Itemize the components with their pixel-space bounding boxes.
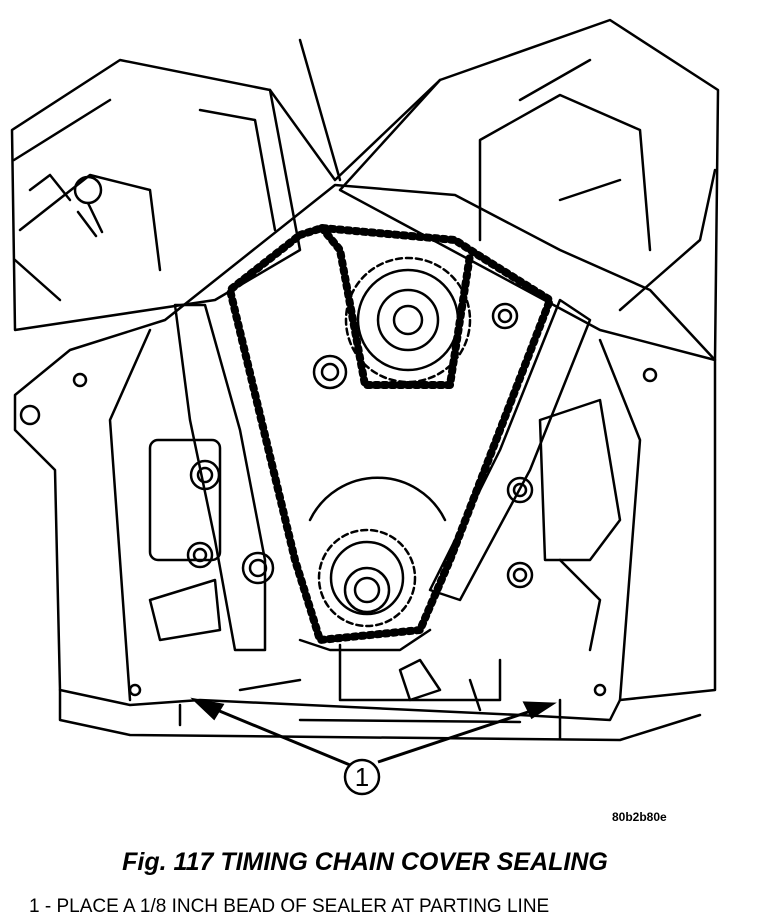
callout-1: 1	[343, 758, 381, 796]
crankshaft-sprocket	[317, 528, 417, 628]
timing-chain	[226, 224, 554, 644]
crank-bore	[298, 476, 447, 652]
left-cylinder-bank	[10, 58, 302, 332]
left-bank-bolt	[73, 175, 104, 238]
engine-timing-chain-drawing: 1	[10, 18, 720, 796]
lower-block-detail	[238, 643, 502, 702]
left-tensioner-assembly	[148, 438, 222, 642]
block-top-edge	[268, 38, 442, 182]
left-chain-guide	[173, 303, 267, 652]
right-bracket	[468, 398, 622, 712]
timing-cover-frame	[13, 183, 717, 722]
callout-1-label: 1	[355, 762, 369, 792]
part-id: 80b2b80e	[612, 810, 667, 824]
right-chain-tensioner	[428, 298, 592, 602]
figure-caption: Fig. 117 TIMING CHAIN COVER SEALING	[122, 848, 608, 876]
right-cylinder-bank	[338, 18, 720, 362]
oil-pan-rail	[58, 688, 702, 742]
callout-arrows	[190, 697, 557, 767]
idler-bolts	[241, 302, 534, 589]
legend-item-1: 1 - PLACE A 1/8 INCH BEAD OF SEALER AT P…	[29, 896, 550, 917]
